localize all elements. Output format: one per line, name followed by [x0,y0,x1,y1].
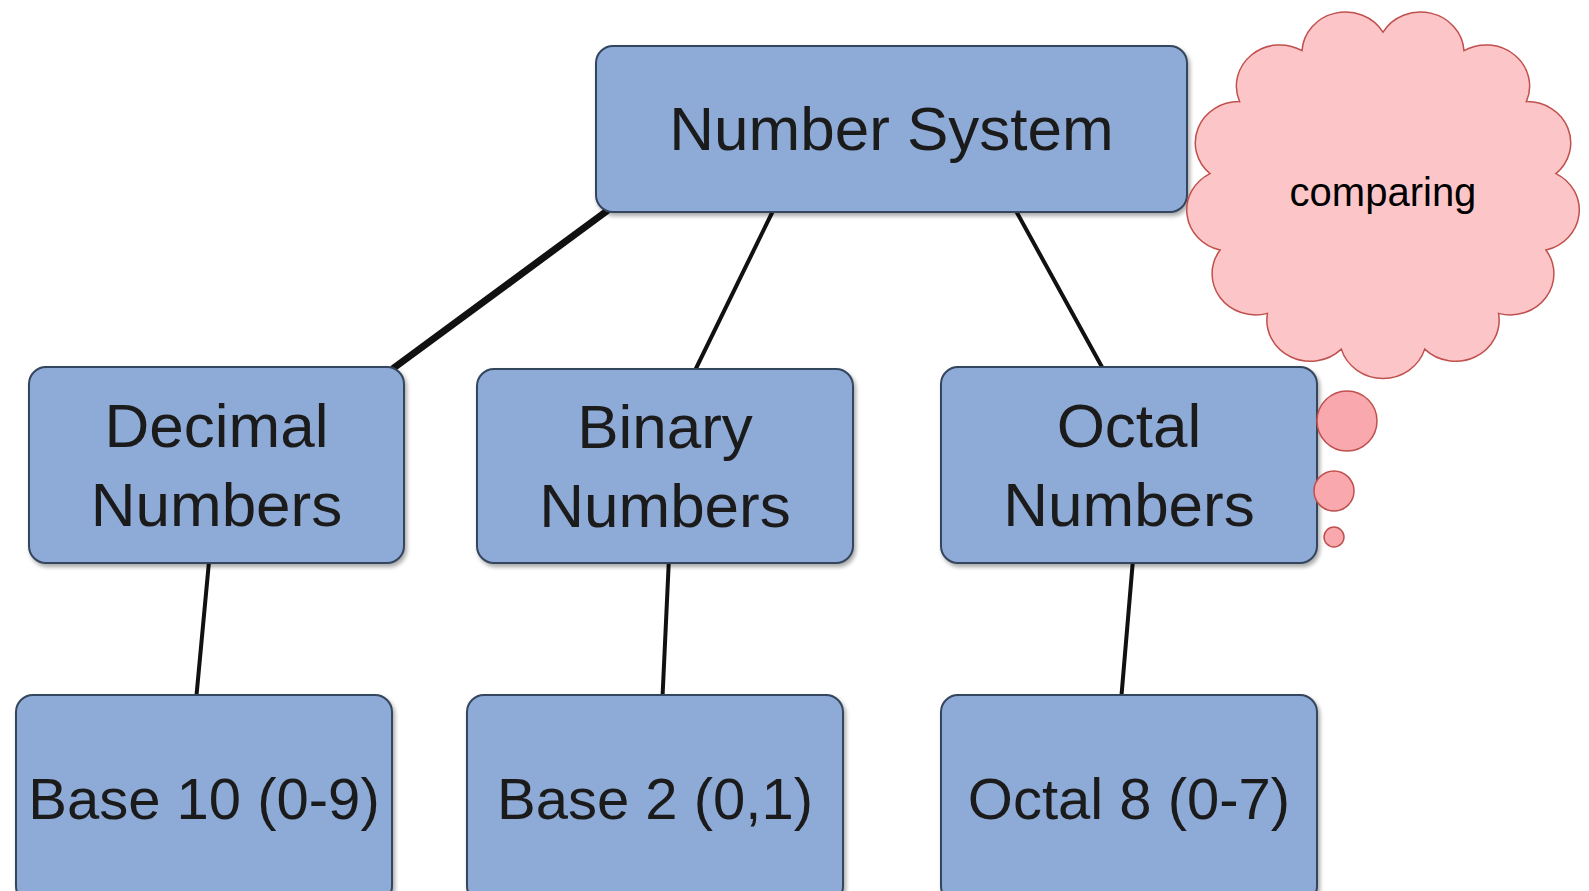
process-box: Octal Numbers [940,366,1318,564]
tree-connector [394,211,607,368]
tree-connector [695,211,773,370]
thought-cloud: comparing [1185,6,1581,380]
tree-connector [663,562,669,696]
thought-bubble [1317,391,1377,451]
thought-bubble [1314,471,1354,511]
box-label: Number System [669,89,1113,168]
cloud-shape [1187,12,1580,378]
cloud-text: comparing [1290,167,1477,218]
process-box: Number System [595,45,1188,213]
process-box: Octal 8 (0-7) [940,694,1318,891]
box-label: Octal Numbers [942,386,1316,545]
process-box: Binary Numbers [476,368,854,564]
process-box: Decimal Numbers [28,366,405,564]
box-label: Decimal Numbers [30,386,403,545]
process-box: Base 2 (0,1) [466,694,844,891]
box-label: Binary Numbers [478,387,852,546]
box-label: Base 10 (0-9) [28,762,379,836]
box-label: Base 2 (0,1) [497,762,813,836]
tree-connector [196,562,209,696]
tree-connector [1016,211,1103,368]
box-label: Octal 8 (0-7) [968,762,1290,836]
tree-connector [1121,562,1132,696]
process-box: Base 10 (0-9) [15,694,393,891]
thought-bubble [1324,527,1344,547]
